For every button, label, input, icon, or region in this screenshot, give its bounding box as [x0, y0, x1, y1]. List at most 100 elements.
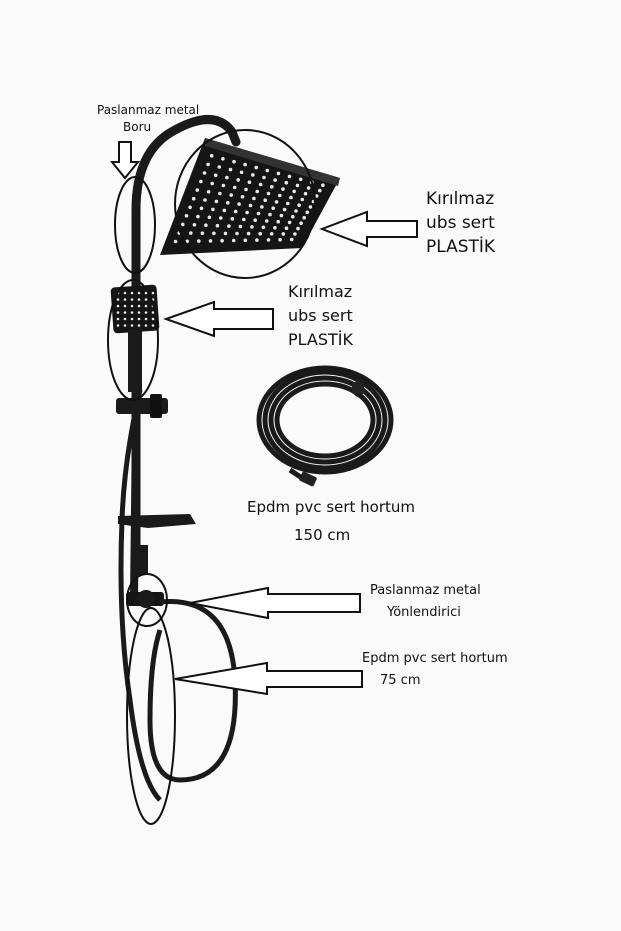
- nozzle-dot: [144, 311, 148, 314]
- head-arrow: [319, 210, 418, 248]
- nozzle-dot: [116, 304, 120, 308]
- nozzle-dot: [314, 194, 319, 198]
- nozzle-dot: [246, 231, 251, 236]
- nozzle-dot: [261, 225, 266, 230]
- nozzle-dot: [116, 324, 120, 327]
- nozzle-dot: [137, 317, 141, 321]
- nozzle-dot: [197, 239, 201, 243]
- nozzle-dot: [308, 205, 313, 209]
- nozzle-dot: [213, 173, 218, 178]
- nozzle-dot: [276, 171, 281, 176]
- nozzle-dot: [292, 189, 297, 194]
- nozzle-dot: [130, 291, 134, 295]
- nozzle-dot: [248, 203, 253, 208]
- nozzle-dot: [244, 187, 248, 192]
- nozzle-dot: [123, 311, 127, 314]
- nozzle-dot: [243, 162, 247, 167]
- nozzle-dot: [230, 217, 235, 221]
- nozzle-dot: [250, 225, 254, 229]
- nozzle-dot: [207, 215, 212, 220]
- nozzle-dot: [116, 298, 120, 301]
- nozzle-dot: [242, 217, 246, 222]
- nozzle-dot: [286, 201, 290, 206]
- nozzle-dot: [227, 224, 231, 228]
- nozzle-dot: [204, 223, 208, 227]
- nozzle-dot: [210, 181, 214, 186]
- nozzle-dot: [137, 298, 141, 301]
- nozzle-dot: [184, 214, 189, 218]
- nozzle-dot: [318, 188, 322, 193]
- short-hose-loop: [147, 598, 238, 783]
- nozzle-dot: [203, 198, 207, 202]
- nozzle-dot: [295, 183, 300, 188]
- pipe-label-line1: Paslanmaz metal: [97, 103, 200, 117]
- nozzle-dot: [189, 231, 193, 235]
- nozzle-dot: [294, 209, 298, 213]
- hand-label-line1: Kırılmaz: [288, 282, 353, 301]
- nozzle-dot: [185, 239, 189, 244]
- nozzle-dot: [284, 180, 289, 185]
- hose150-label-line1: Epdm pvc sert hortum: [247, 498, 416, 516]
- nozzle-dot: [255, 238, 259, 242]
- nozzle-dot: [239, 170, 244, 175]
- nozzle-dot: [273, 226, 277, 230]
- nozzle-dot: [144, 304, 148, 308]
- nozzle-dot: [243, 238, 248, 243]
- nozzle-dot: [220, 238, 224, 243]
- nozzle-dot: [151, 311, 155, 314]
- pipe-label-line2: Boru: [123, 120, 152, 134]
- nozzle-dot: [218, 191, 222, 196]
- nozzle-dot: [116, 311, 120, 314]
- nozzle-dot: [284, 226, 289, 230]
- nozzle-dot: [200, 231, 205, 235]
- nozzle-dot: [130, 311, 134, 314]
- pipe-arrow: [109, 141, 141, 180]
- hose75-arrow: [174, 661, 363, 696]
- nozzle-dot: [270, 185, 274, 189]
- nozzle-dot: [116, 317, 120, 321]
- nozzle-dot: [269, 232, 274, 236]
- nozzle-dot: [144, 324, 148, 327]
- nozzle-dot: [299, 221, 303, 225]
- nozzle-dot: [293, 232, 297, 236]
- nozzle-dot: [231, 238, 236, 243]
- nozzle-dot: [297, 203, 301, 207]
- head-label: Kırılmaz ubs sert PLASTİK: [426, 187, 495, 259]
- pipe-circle: [114, 176, 156, 274]
- riser-pipe: [131, 115, 241, 565]
- nozzle-dot: [221, 157, 225, 161]
- nozzle-dot: [151, 317, 155, 321]
- nozzle-dot: [276, 219, 281, 224]
- hand-circle: [107, 279, 159, 401]
- nozzle-dot: [130, 304, 134, 308]
- nozzle-dot: [303, 191, 308, 196]
- nozzle-dot: [251, 173, 255, 177]
- nozzle-dot: [279, 213, 284, 218]
- nozzle-dot: [258, 182, 263, 187]
- nozzle-dot: [238, 224, 243, 229]
- nozzle-dot: [258, 231, 263, 236]
- nozzle-dot: [247, 180, 252, 184]
- diverter-label-line1: Paslanmaz metal: [370, 583, 481, 598]
- nozzle-dot: [181, 222, 185, 227]
- nozzle-dot: [289, 195, 293, 200]
- diverter-circle: [126, 573, 168, 627]
- nozzle-dot: [278, 193, 282, 198]
- nozzle-dot: [225, 175, 229, 180]
- annotation-circles: [107, 129, 316, 825]
- nozzle-dot: [219, 216, 223, 220]
- hand-label-line3: PLASTİK: [288, 330, 354, 349]
- nozzle-dot: [208, 239, 213, 243]
- nozzle-dot: [206, 162, 210, 167]
- nozzle-dot: [211, 207, 215, 212]
- hand-arrow: [163, 300, 274, 338]
- nozzle-dot: [232, 159, 236, 164]
- nozzle-dot: [287, 174, 292, 179]
- nozzle-dot: [268, 212, 272, 217]
- nozzle-dot: [191, 196, 196, 201]
- hose75-label-line1: Epdm pvc sert hortum: [362, 651, 508, 666]
- head-label-line1: Kırılmaz: [426, 189, 495, 209]
- nozzle-dot: [233, 209, 238, 214]
- hand-shower: [110, 284, 160, 392]
- soap-shelf: [118, 514, 196, 528]
